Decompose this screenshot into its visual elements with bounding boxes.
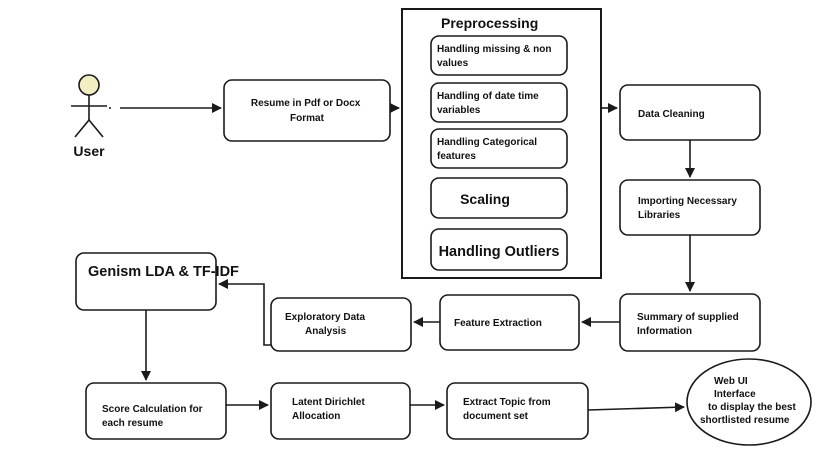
eda-label: Exploratory Data Analysis <box>285 312 368 337</box>
step-outliers-label: Handling Outliers <box>439 244 560 260</box>
step-scaling <box>430 177 568 219</box>
score-calculation-node <box>85 382 227 440</box>
extract-topic-node <box>446 382 589 440</box>
web-ui-label: Web UI Interface to display the best sho… <box>700 376 799 426</box>
web-ui-node <box>686 358 812 446</box>
user-label: User <box>73 143 105 159</box>
genism-label: Genism LDA & TF-IDF <box>88 264 239 280</box>
step-categorical-label: Handling Categorical features <box>437 137 540 162</box>
extract-topic-label: Extract Topic from document set <box>463 397 553 422</box>
preprocessing-title: Preprocessing <box>441 15 538 31</box>
edge-eda-to-genism <box>218 279 271 346</box>
eda-node <box>270 297 412 352</box>
importing-libraries-label: Importing Necessary Libraries <box>638 196 740 221</box>
step-outliers <box>430 228 568 271</box>
step-scaling-label: Scaling <box>460 191 510 207</box>
importing-libraries-node <box>619 179 761 236</box>
lda-node <box>270 382 411 440</box>
resume-node-label: Resume in Pdf or Docx Format <box>251 98 363 124</box>
summary-label: Summary of supplied Information <box>637 312 741 337</box>
step-missing-values <box>430 35 568 76</box>
score-calculation-label: Score Calculation for each resume <box>102 404 205 429</box>
step-datetime <box>430 82 568 123</box>
edge-topic-to-webui <box>587 402 685 413</box>
user-actor-icon <box>71 74 107 138</box>
data-cleaning-label: Data Cleaning <box>638 109 705 120</box>
resume-node <box>223 79 391 142</box>
step-categorical <box>430 128 568 169</box>
feature-extraction-label: Feature Extraction <box>454 318 542 329</box>
genism-node <box>75 252 217 311</box>
lda-label: Latent Dirichlet Allocation <box>292 397 368 422</box>
step-datetime-label: Handling of date time variables <box>437 91 541 116</box>
actor-dot <box>109 107 111 109</box>
step-missing-values-label: Handling missing & non values <box>437 44 554 69</box>
